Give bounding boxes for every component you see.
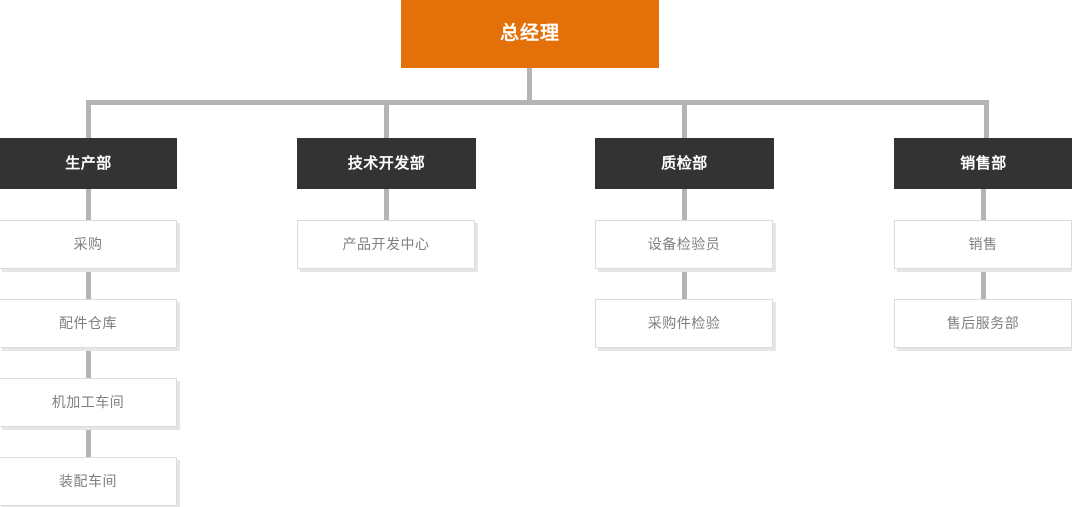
node-technology-development-department[interactable]: 技术开发部 — [297, 138, 476, 189]
connector-col1-link-3 — [86, 348, 91, 378]
connector-bus-to-dept-1 — [86, 100, 91, 138]
node-production-department[interactable]: 生产部 — [0, 138, 177, 189]
node-sales[interactable]: 销售 — [894, 220, 1072, 269]
node-product-development-center[interactable]: 产品开发中心 — [297, 220, 475, 269]
connector-col1-link-4 — [86, 427, 91, 457]
connector-col1-link-1 — [86, 189, 91, 220]
connector-col3-link-2 — [682, 269, 687, 299]
node-equipment-inspector[interactable]: 设备检验员 — [595, 220, 773, 269]
connector-col1-link-2 — [86, 269, 91, 299]
node-purchasing[interactable]: 采购 — [0, 220, 177, 269]
connector-bus-to-dept-4 — [984, 100, 989, 138]
node-after-sales-service-department[interactable]: 售后服务部 — [894, 299, 1072, 348]
node-sales-department[interactable]: 销售部 — [894, 138, 1072, 189]
connector-root-down — [527, 68, 532, 104]
connector-horizontal-bus — [86, 100, 989, 105]
connector-col3-link-1 — [682, 189, 687, 220]
node-assembly-workshop[interactable]: 装配车间 — [0, 457, 177, 506]
connector-col4-link-2 — [981, 269, 986, 299]
node-purchased-parts-inspection[interactable]: 采购件检验 — [595, 299, 773, 348]
connector-bus-to-dept-3 — [682, 100, 687, 138]
connector-col4-link-1 — [981, 189, 986, 220]
connector-bus-to-dept-2 — [384, 100, 389, 138]
connector-col2-link-1 — [384, 189, 389, 220]
node-general-manager[interactable]: 总经理 — [401, 0, 659, 68]
node-parts-warehouse[interactable]: 配件仓库 — [0, 299, 177, 348]
node-quality-inspection-department[interactable]: 质检部 — [595, 138, 774, 189]
node-machining-workshop[interactable]: 机加工车间 — [0, 378, 177, 427]
